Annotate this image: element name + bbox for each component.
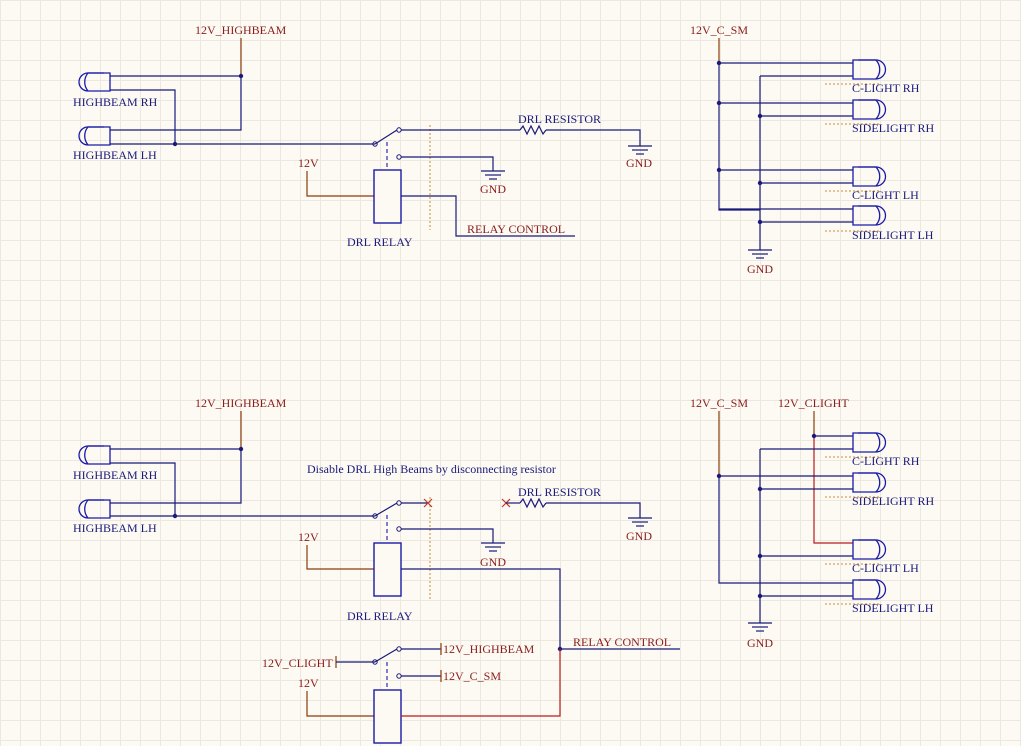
- net-label-12v-bottom: 12V: [298, 530, 319, 544]
- net-label-12v-highbeam-bottom: 12V_HIGHBEAM: [195, 396, 287, 410]
- lamp-clight-lh-top[interactable]: [852, 166, 887, 187]
- lamp-label-sidelight-rh-bottom: SIDELIGHT RH: [852, 494, 934, 508]
- lamp-label-highbeam-lh: HIGHBEAM LH: [73, 148, 157, 162]
- drl-resistor-label-bottom: DRL RESISTOR: [518, 485, 601, 499]
- lamp-clight-lh-bottom[interactable]: [852, 539, 887, 560]
- gnd-label-relay: GND: [480, 182, 506, 196]
- net-label-12v-c-sm-bottom: 12V_C_SM: [690, 396, 748, 410]
- gnd-symbol-resistor-bottom: [628, 517, 652, 527]
- net-label-12v: 12V: [298, 156, 319, 170]
- lamp-sidelight-lh-top[interactable]: [852, 205, 887, 226]
- net-label-12v-c-sm-top: 12V_C_SM: [690, 23, 748, 37]
- bottom-drl-circuit: 12V_HIGHBEAM HIGHBEAM RH HIGHBEAM LH Dis…: [73, 396, 680, 744]
- lamp-sidelight-rh-top[interactable]: [852, 99, 887, 120]
- bottom-light-bank: 12V_C_SM 12V_CLIGHT C-LIGHT RH SIDELIGHT…: [690, 396, 934, 650]
- gnd-label-relay-bottom: GND: [480, 555, 506, 569]
- drl-relay-bottom-label: DRL RELAY: [347, 609, 413, 623]
- port-label-12v-c-sm: 12V_C_SM: [443, 669, 501, 683]
- relay-control-label-top: RELAY CONTROL: [467, 222, 565, 236]
- gnd-label-resistor: GND: [626, 156, 652, 170]
- no-connect-mark-switch: [423, 498, 433, 508]
- lamp-highbeam-rh[interactable]: [78, 72, 111, 92]
- drl-relay-bottom-switch[interactable]: [372, 500, 402, 543]
- lamp-label-clight-rh-top: C-LIGHT RH: [852, 81, 920, 95]
- top-drl-circuit: 12V_HIGHBEAM HIGHBEAM RH HIGHBEAM LH: [73, 23, 652, 249]
- gnd-symbol-lights-top: [748, 249, 772, 259]
- drl-resistor-label: DRL RESISTOR: [518, 112, 601, 126]
- lamp-label-sidelight-lh-top: SIDELIGHT LH: [852, 228, 934, 242]
- net-label-12v-clight-in: 12V_CLIGHT: [262, 656, 333, 670]
- note-disable-drl: Disable DRL High Beams by disconnecting …: [307, 462, 556, 476]
- lamp-label-highbeam-lh-bottom: HIGHBEAM LH: [73, 521, 157, 535]
- gnd-symbol-resistor: [628, 145, 652, 155]
- lamp-clight-rh-top[interactable]: [852, 59, 887, 80]
- lamp-clight-rh-bottom[interactable]: [852, 432, 887, 453]
- port-label-12v-highbeam: 12V_HIGHBEAM: [443, 642, 535, 656]
- gnd-symbol-relay: [481, 170, 505, 180]
- drl-relay-top-switch[interactable]: [372, 127, 402, 170]
- clight-relay-coil[interactable]: [373, 689, 402, 744]
- lamp-label-clight-rh-bottom: C-LIGHT RH: [852, 454, 920, 468]
- net-label-12v-bottom-2: 12V: [298, 676, 319, 690]
- gnd-symbol-lights-bottom: [748, 622, 772, 632]
- gnd-symbol-relay-bottom: [481, 542, 505, 552]
- lamp-sidelight-lh-bottom[interactable]: [852, 579, 887, 600]
- lamp-label-highbeam-rh-bottom: HIGHBEAM RH: [73, 468, 158, 482]
- lamp-label-clight-lh-bottom: C-LIGHT LH: [852, 561, 919, 575]
- relay-control-label-bottom: RELAY CONTROL: [573, 635, 671, 649]
- net-label-12v-clight: 12V_CLIGHT: [778, 396, 849, 410]
- lamp-highbeam-lh-bottom[interactable]: [78, 499, 111, 519]
- top-light-bank: 12V_C_SM C-LIGHT RH SIDELIGHT RH: [690, 23, 934, 276]
- clight-relay-switch[interactable]: [372, 646, 402, 690]
- drl-relay-bottom-coil[interactable]: [373, 542, 402, 597]
- lamp-label-clight-lh-top: C-LIGHT LH: [852, 188, 919, 202]
- gnd-label-lights-top: GND: [747, 262, 773, 276]
- drl-relay-top-label: DRL RELAY: [347, 235, 413, 249]
- lamp-label-sidelight-rh-top: SIDELIGHT RH: [852, 121, 934, 135]
- net-label-12v-highbeam: 12V_HIGHBEAM: [195, 23, 287, 37]
- lamp-highbeam-lh[interactable]: [78, 126, 111, 146]
- gnd-label-resistor-bottom: GND: [626, 529, 652, 543]
- drl-relay-top-coil[interactable]: [373, 169, 402, 224]
- lamp-label-highbeam-rh: HIGHBEAM RH: [73, 95, 158, 109]
- gnd-label-lights-bottom: GND: [747, 636, 773, 650]
- lamp-highbeam-rh-bottom[interactable]: [78, 445, 111, 465]
- lamp-sidelight-rh-bottom[interactable]: [852, 472, 887, 493]
- lamp-label-sidelight-lh-bottom: SIDELIGHT LH: [852, 601, 934, 615]
